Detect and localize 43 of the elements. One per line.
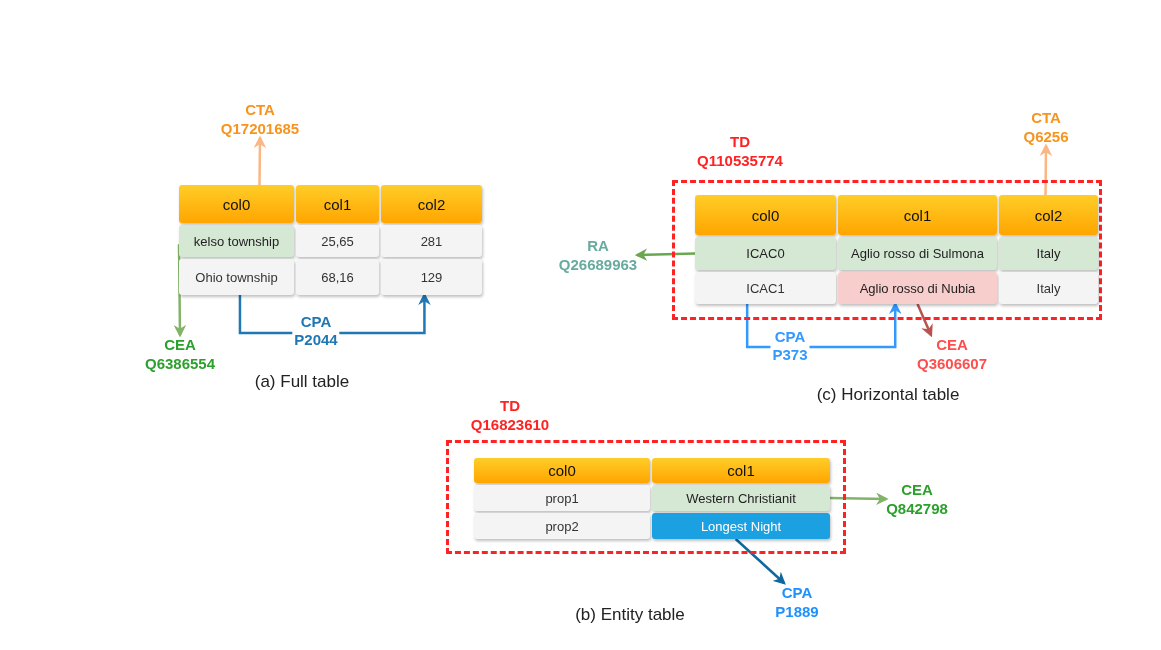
annotation-label: TD Q16823610: [470, 396, 550, 434]
table-header-cell: col2: [999, 195, 1098, 235]
annotation-label: RA Q26689963: [558, 236, 638, 274]
arrow: [829, 492, 889, 506]
annotation-label: CTA Q6256: [1023, 108, 1069, 146]
table-header-cell: col0: [179, 185, 294, 223]
table-header-cell: col1: [838, 195, 997, 235]
table-cell: ICAC0: [695, 237, 836, 270]
table-cell: ICAC1: [695, 272, 836, 304]
table-cell: Italy: [999, 237, 1098, 270]
annotation-label: TD Q110535774: [697, 132, 783, 170]
table-cell: 25,65: [296, 225, 379, 257]
table-header-cell: col0: [474, 458, 650, 483]
arrow: [734, 538, 786, 585]
table-cell: kelso township: [179, 225, 294, 257]
arrow: [173, 244, 187, 338]
table-cell: 281: [381, 225, 482, 257]
figure-caption: (a) Full table: [254, 372, 350, 392]
table-cell: Western Christianit: [652, 485, 830, 511]
table-cell: prop2: [474, 513, 650, 539]
annotation-label: CEA Q842798: [886, 480, 948, 518]
figure-caption: (c) Horizontal table: [816, 385, 960, 405]
table-cell: Aglio rosso di Sulmona: [838, 237, 997, 270]
annotation-label: CPA P1889: [775, 583, 819, 621]
table-header-cell: col0: [695, 195, 836, 235]
table-header-cell: col1: [652, 458, 830, 483]
arrow: [1039, 143, 1053, 195]
arrow: [253, 135, 267, 185]
table-cell: 68,16: [296, 259, 379, 295]
table-header-cell: col1: [296, 185, 379, 223]
table-cell: Aglio rosso di Nubia: [838, 272, 997, 304]
annotation-label: CEA Q6386554: [144, 335, 216, 373]
table-cell: Longest Night: [652, 513, 830, 539]
figure-caption: (b) Entity table: [575, 605, 685, 625]
annotation-label: CTA Q17201685: [220, 100, 300, 138]
table-cell: prop1: [474, 485, 650, 511]
table-cell: Italy: [999, 272, 1098, 304]
table-header-cell: col2: [381, 185, 482, 223]
arrow: [916, 303, 933, 338]
annotation-label: CEA Q3606607: [916, 335, 988, 373]
table-cell: Ohio township: [179, 259, 294, 295]
table-cell: 129: [381, 259, 482, 295]
arrow: [634, 248, 696, 261]
